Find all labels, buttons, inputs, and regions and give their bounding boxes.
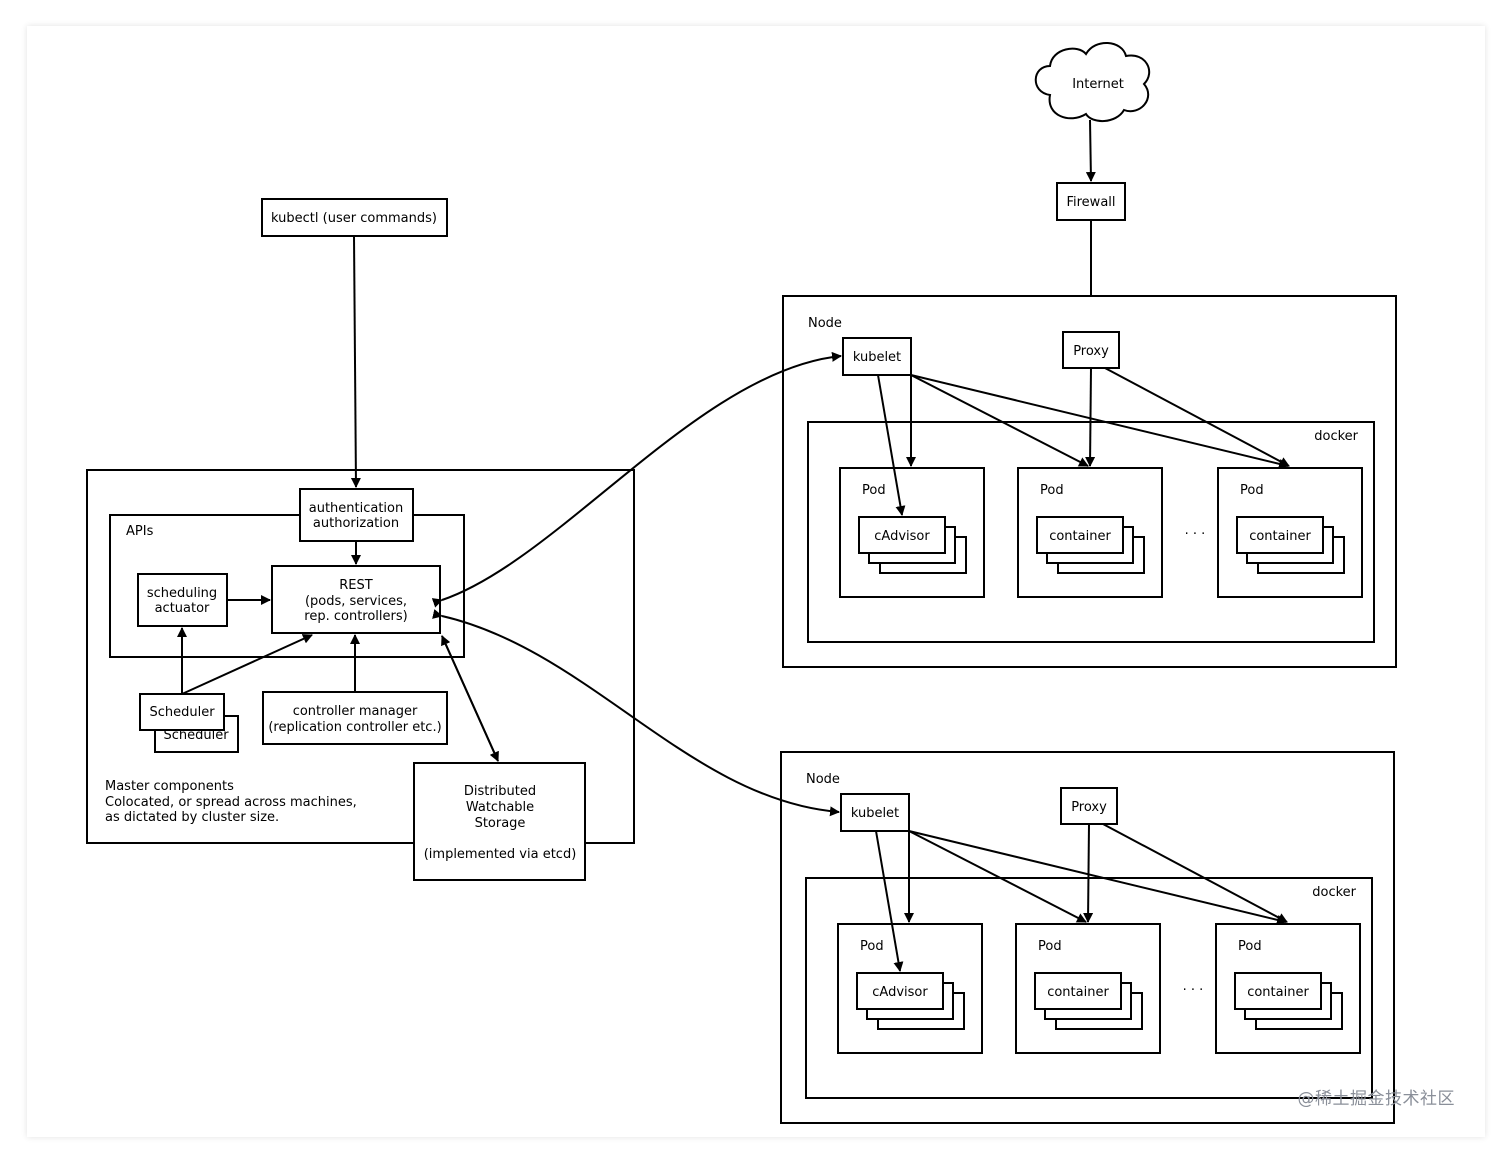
- node-2: Node kubelet Proxy docker Pod cAdvisor P…: [780, 751, 1395, 1124]
- node-1: Node kubelet Proxy docker Pod cAdvisor P…: [782, 295, 1397, 668]
- auth-label-2: authorization: [313, 516, 399, 531]
- node-1-container-3-label: container: [1249, 529, 1311, 544]
- arrow-rest-kubelet-node-1: [431, 351, 842, 608]
- node-2-container-2-label: container: [1047, 985, 1109, 1000]
- watermark: @稀土掘金技术社区: [1297, 1089, 1455, 1109]
- node-2-cadvisor-box: [856, 972, 944, 1010]
- node-2-proxy-label: Proxy: [1071, 800, 1107, 815]
- node-1-arrow-kubelet-cadvisor: [877, 374, 906, 516]
- node-1-kubelet-box: [842, 337, 912, 376]
- controller-manager-box: [262, 691, 448, 745]
- node-1-container-3-box: [1236, 516, 1324, 554]
- node-1-label: Node: [808, 316, 842, 331]
- auth-label-1: authentication: [309, 501, 404, 516]
- node-2-pod-3-label: Pod: [1238, 939, 1262, 954]
- node-2-pod-2-label: Pod: [1038, 939, 1062, 954]
- auth-box: [299, 488, 414, 542]
- scheduler-label: Scheduler: [149, 705, 215, 720]
- node-1-pod-3-label: Pod: [1240, 483, 1264, 498]
- firewall-box: [1056, 182, 1126, 221]
- storage-label-4: (implemented via etcd): [424, 847, 577, 862]
- node-1-docker-label: docker: [1314, 429, 1358, 444]
- node-2-arrow-proxy-pod3: [1102, 823, 1288, 923]
- node-2-container-3-label: container: [1247, 985, 1309, 1000]
- internet-label: Internet: [1072, 77, 1124, 92]
- rest-box: [271, 565, 441, 634]
- node-1-container-2-label: container: [1049, 529, 1111, 544]
- arrow-internet-firewall: [1085, 119, 1096, 182]
- kubectl-label: kubectl (user commands): [271, 211, 437, 226]
- node-1-proxy-box: [1062, 331, 1120, 369]
- node-2-kubelet-label: kubelet: [851, 806, 899, 821]
- rest-label-1: REST: [339, 578, 372, 593]
- storage-label-1: Distributed: [464, 784, 536, 799]
- arrow-rest-kubelet-node-2: [432, 609, 840, 817]
- node-1-pod-1-label: Pod: [862, 483, 886, 498]
- node-1-container-2-box: [1036, 516, 1124, 554]
- master-description-2: Colocated, or spread across machines,: [105, 795, 357, 810]
- firewall-label: Firewall: [1066, 195, 1115, 210]
- scheduling-actuator-label-2: actuator: [155, 601, 210, 616]
- apis-label: APIs: [126, 524, 154, 539]
- master-description-3: as dictated by cluster size.: [105, 810, 279, 825]
- node-1-cadvisor-label: cAdvisor: [874, 529, 930, 544]
- rest-label-3: rep. controllers): [304, 609, 407, 624]
- node-1-arrow-kubelet-pod2: [910, 374, 1089, 467]
- scheduler-back-label: Scheduler: [163, 728, 229, 743]
- node-2-arrow-kubelet-pod2: [908, 830, 1087, 923]
- scheduling-actuator-box: [137, 573, 228, 627]
- node-2-arrow-kubelet-cadvisor: [875, 830, 904, 972]
- master-description-1: Master components: [105, 779, 234, 794]
- node-1-arrow-kubelet-pod3: [910, 374, 1289, 469]
- cloud-icon: [1034, 42, 1151, 122]
- node-1-arrow-proxy-pod3: [1104, 367, 1290, 467]
- node-2-pod-1-label: Pod: [860, 939, 884, 954]
- scheduler-box: [139, 693, 225, 731]
- storage-label-2: Watchable: [466, 800, 534, 815]
- node-2-docker-label: docker: [1312, 885, 1356, 900]
- node-1-cadvisor-box: [858, 516, 946, 554]
- node-2-cadvisor-label: cAdvisor: [872, 985, 928, 1000]
- controller-manager-label-1: controller manager: [293, 704, 418, 719]
- storage-label-3: Storage: [475, 816, 526, 831]
- diagram-canvas: APIs kubectl (user commands) authenticat…: [27, 26, 1485, 1137]
- arrow-scheduler-rest: [181, 634, 313, 695]
- node-2-arrow-proxy-pod2: [1083, 823, 1094, 923]
- node-1-ellipsis: · · ·: [1185, 527, 1206, 542]
- node-1-proxy-label: Proxy: [1073, 344, 1109, 359]
- node-1-arrow-proxy-pod2: [1085, 367, 1096, 467]
- node-2-container-2-box: [1034, 972, 1122, 1010]
- node-2-kubelet-box: [840, 793, 910, 832]
- node-1-pod-2-label: Pod: [1040, 483, 1064, 498]
- arrow-kubectl-auth: [350, 235, 361, 488]
- scheduling-actuator-label-1: scheduling: [147, 586, 217, 601]
- rest-label-2: (pods, services,: [305, 594, 407, 609]
- node-1-kubelet-label: kubelet: [853, 350, 901, 365]
- node-2-ellipsis: · · ·: [1183, 983, 1204, 998]
- node-2-container-3-box: [1234, 972, 1322, 1010]
- node-2-label: Node: [806, 772, 840, 787]
- controller-manager-label-2: (replication controller etc.): [268, 720, 441, 735]
- node-2-arrow-kubelet-pod3: [908, 830, 1287, 925]
